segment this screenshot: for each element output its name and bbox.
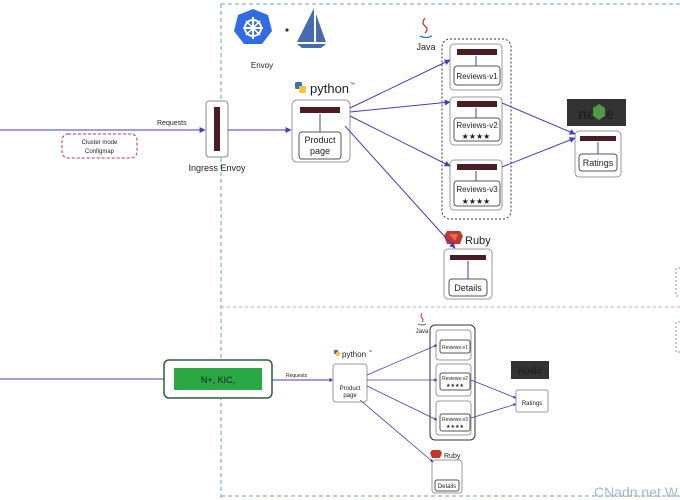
svg-text:Java: Java — [416, 42, 435, 52]
top-node-icon: node — [567, 99, 626, 126]
svg-text:★★★★: ★★★★ — [446, 424, 464, 430]
bottom-reviews-v3: Reviews-v3 ★★★★ — [435, 400, 472, 436]
svg-text:Ingress Envoy: Ingress Envoy — [188, 163, 246, 173]
svg-text:Java: Java — [416, 329, 429, 335]
nginx-kic: N+, KIC, — [163, 359, 273, 399]
svg-text:Details: Details — [438, 484, 456, 490]
cluster-boundary — [220, 3, 680, 500]
top-product-page: Product page — [291, 99, 351, 163]
ingress-envoy: Ingress Envoy — [188, 100, 246, 173]
svg-text:Ratings: Ratings — [522, 401, 542, 407]
cluster-mode-configmap: Cluster mode Configmap — [61, 133, 138, 159]
svg-text:Product: Product — [340, 386, 361, 392]
svg-text:★★★★: ★★★★ — [462, 197, 491, 206]
bottom-ruby-icon: Ruby — [430, 450, 461, 460]
svg-text:★★★★: ★★★★ — [446, 383, 464, 389]
top-reviews-v3: Reviews-v3 ★★★★ — [449, 159, 503, 211]
bottom-reviews-v2: Reviews-v2 ★★★★ — [435, 363, 472, 397]
top-reviews-v2: Reviews-v2 ★★★★ — [449, 96, 503, 146]
logo-separator-dot — [285, 28, 289, 32]
svg-text:Product: Product — [304, 135, 336, 145]
svg-text:page: page — [343, 393, 357, 399]
bottom-reviews-group — [429, 324, 476, 441]
svg-text:™: ™ — [368, 349, 372, 354]
svg-text:™: ™ — [350, 82, 355, 88]
svg-text:N+, KIC,: N+, KIC, — [201, 375, 235, 385]
top-ruby-icon: Ruby — [444, 231, 491, 247]
bottom-ratings: Ratings — [515, 389, 549, 413]
bottom-python-icon: python ™ — [334, 349, 372, 359]
top-python-icon: python ™ — [295, 81, 355, 96]
bottom-node-icon: node — [511, 361, 549, 379]
svg-text:Reviews-v3: Reviews-v3 — [442, 417, 468, 423]
top-reviews-group — [441, 38, 512, 220]
top-java-icon: Java — [416, 17, 436, 52]
top-flow-arrows — [344, 59, 576, 249]
top-requests-label: Requests — [157, 120, 187, 127]
top-reviews-v1: Reviews-v1 — [449, 43, 503, 91]
svg-text:page: page — [310, 146, 330, 156]
watermark: CNadn.net W — [593, 484, 678, 500]
bottom-requests-label: Requests — [286, 373, 308, 379]
svg-text:Reviews-v2: Reviews-v2 — [456, 121, 498, 130]
svg-text:node: node — [518, 366, 542, 377]
top-ratings: Ratings — [574, 130, 622, 178]
right-edge-fragment-top — [675, 267, 680, 297]
svg-text:Ruby: Ruby — [444, 453, 461, 460]
svg-text:Configmap: Configmap — [85, 149, 115, 155]
istio-icon — [297, 8, 326, 48]
svg-text:Reviews-v2: Reviews-v2 — [442, 376, 468, 382]
svg-text:Cluster mode: Cluster mode — [82, 140, 118, 146]
svg-text:Ruby: Ruby — [465, 235, 491, 247]
bottom-flow-arrows — [359, 344, 517, 463]
envoy-label: Envoy — [251, 61, 273, 70]
svg-text:★★★★: ★★★★ — [462, 132, 491, 141]
right-edge-fragment-bottom — [675, 321, 680, 353]
svg-text:Details: Details — [454, 283, 482, 293]
svg-text:Reviews-v1: Reviews-v1 — [442, 345, 468, 351]
bottom-java-icon: Java — [416, 312, 429, 335]
svg-text:python: python — [342, 350, 366, 359]
svg-text:python: python — [310, 81, 349, 96]
bottom-details: Details — [431, 459, 463, 494]
svg-text:Reviews-v3: Reviews-v3 — [456, 185, 498, 194]
kubernetes-icon — [234, 9, 272, 44]
bottom-reviews-v1: Reviews-v1 — [435, 329, 472, 361]
svg-text:Reviews-v1: Reviews-v1 — [456, 72, 498, 81]
svg-text:Ratings: Ratings — [583, 158, 614, 168]
bottom-product-page: Product page — [332, 363, 368, 403]
top-details: Details — [443, 248, 493, 300]
